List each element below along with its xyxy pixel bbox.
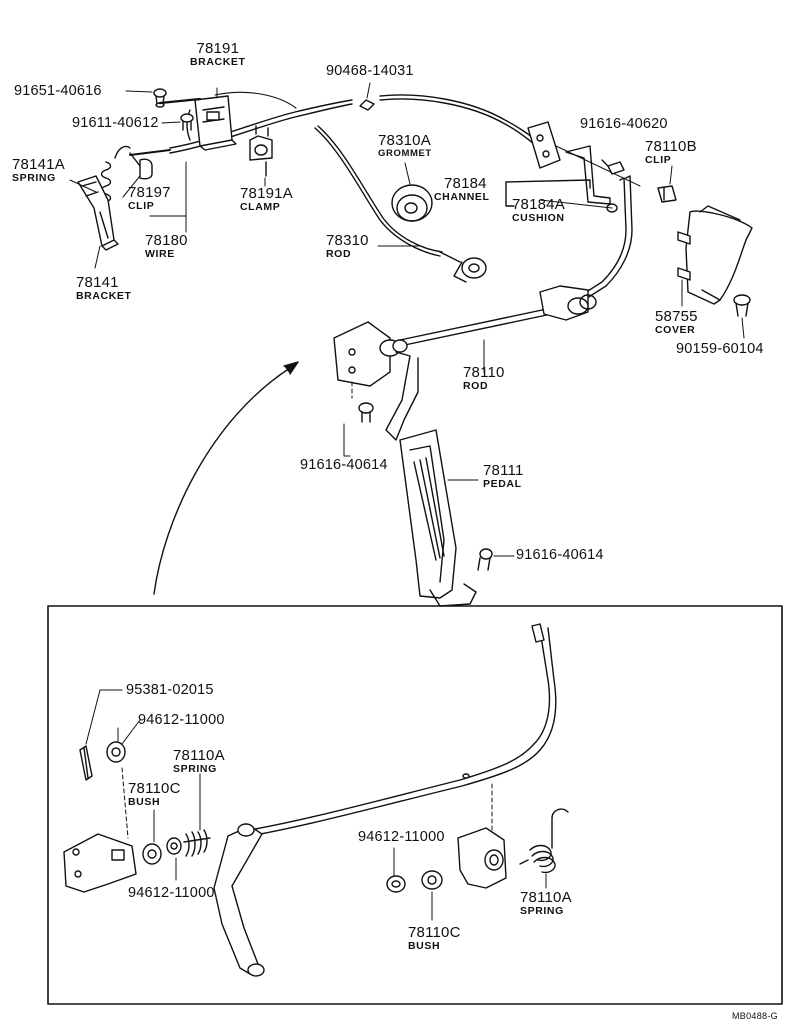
detail-arrow [153,361,299,595]
clip-78197-drawing [114,145,153,180]
cable-upper-right-drawing [359,82,537,145]
part-number: 78184A [512,196,565,213]
clip-78110B-drawing [657,165,677,203]
label-78310A: 78310A GROMMET [378,133,432,159]
label-78180: 78180 WIRE [145,233,188,260]
part-name: ROD [463,380,489,392]
label-94612-11000-a: 94612-11000 [138,712,225,728]
part-number: 58755 [655,308,698,325]
pedal-bracket-upper-drawing [333,321,408,399]
channel-78184-drawing [505,121,641,213]
screw-90159-drawing [733,294,751,339]
part-name: CLIP [645,154,672,166]
label-78110A-left: 78110A SPRING [173,748,225,775]
label-91611-40612: 91611-40612 [72,115,159,131]
bolt-91611-drawing [180,113,194,131]
label-78141: 78141 BRACKET [76,275,132,302]
label-78197: 78197 CLIP [128,185,171,212]
part-name: CLAMP [240,201,281,213]
label-78110A-right: 78110A SPRING [520,890,572,917]
callout-lines-upper-left [69,87,266,269]
part-number: 78310 [326,232,369,249]
spring-78141A-drawing [100,161,112,203]
label-78191: 78191 BRACKET [190,41,246,68]
bolt-91616-40614-a-drawing [343,402,374,457]
part-name: PEDAL [483,478,522,490]
rod-78110-drawing [399,175,633,373]
part-number: 78310A [378,132,431,149]
label-91651-40616: 91651-40616 [14,83,102,99]
pedal-78111-drawing [385,351,479,607]
part-number: 78110 [463,364,505,381]
part-name: BUSH [408,940,441,952]
part-number: 78180 [145,232,188,249]
part-name: COVER [655,324,696,336]
label-91616-40614-a: 91616-40614 [300,457,388,473]
label-94612-11000-b: 94612-11000 [128,885,215,901]
bracket-78191-drawing [158,95,237,151]
drawing-code: MB0488-G [732,1011,778,1021]
part-name: WIRE [145,248,175,260]
label-91616-40614-b: 91616-40614 [516,547,604,563]
part-name: CHANNEL [434,191,490,203]
label-78184A: 78184A CUSHION [512,197,565,224]
detail-right-bracket-drawing [457,827,507,889]
label-78111: 78111 PEDAL [483,463,524,490]
detail-left-bracket-drawing [63,833,137,893]
detail-right-spring-drawing [519,808,569,889]
label-58755: 58755 COVER [655,309,698,336]
bolt-91616-40614-b-drawing [477,548,515,571]
part-number: 78191A [240,185,293,202]
part-name: BRACKET [76,290,132,302]
part-number: 78141 [76,274,119,291]
label-78191A: 78191A CLAMP [240,186,293,213]
detail-right-parts-drawing [386,847,443,921]
label-90468-14031: 90468-14031 [326,63,414,79]
pin-95381-drawing [79,689,123,781]
part-number: 78191 [196,40,240,57]
part-number: 78110C [408,924,461,941]
label-78310: 78310 ROD [326,233,369,260]
part-name: SPRING [173,763,217,775]
part-name: CLIP [128,200,155,212]
detail-rod-drawing [237,623,557,839]
part-name: BUSH [128,796,161,808]
detail-left-parts-drawing [106,719,211,881]
label-95381-02015: 95381-02015 [126,682,214,698]
label-78110B: 78110B CLIP [645,139,697,166]
detail-frame [47,605,783,1005]
bolt-91651-drawing [153,88,167,108]
part-number: 78141A [12,156,65,173]
part-name: GROMMET [378,148,432,159]
part-name: ROD [326,248,352,260]
label-78110C-right: 78110C BUSH [408,925,461,952]
label-90159-60104: 90159-60104 [676,341,764,357]
part-number: 78110A [520,889,572,906]
part-name: BRACKET [190,56,246,68]
label-78184: 78184 CHANNEL [434,176,490,203]
part-name: CUSHION [512,212,565,224]
part-number: 78110A [173,747,225,764]
grommet-78310A-drawing [391,162,433,222]
label-91616-40620: 91616-40620 [580,116,668,132]
part-name: SPRING [12,172,56,184]
label-78141A: 78141A SPRING [12,157,65,184]
part-number: 78110B [645,138,697,155]
clamp-78191A-drawing [249,125,273,177]
cover-58755-drawing [677,205,753,307]
part-number: 78184 [444,175,487,192]
label-94612-11000-c: 94612-11000 [358,829,445,845]
bracket-78141-drawing [77,175,119,251]
label-78110: 78110 ROD [463,365,505,392]
label-78110C-left: 78110C BUSH [128,781,181,808]
part-name: SPRING [520,905,564,917]
rod-78310-drawing [314,125,487,283]
part-number: 78110C [128,780,181,797]
detail-pedal-arm-drawing [213,823,265,977]
part-number: 78197 [128,184,171,201]
part-number: 78111 [483,462,524,479]
